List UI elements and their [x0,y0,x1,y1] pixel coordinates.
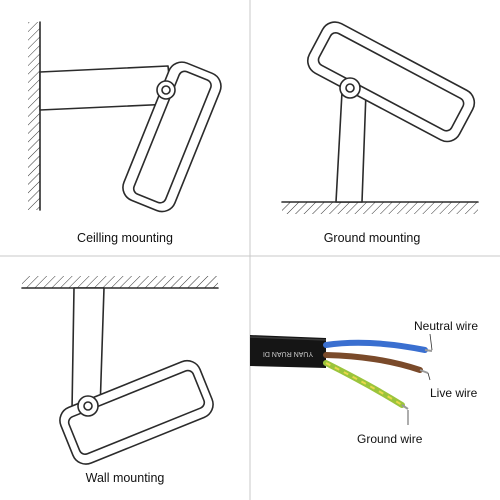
ground-mounting-illustration [281,21,479,214]
cable-jacket [250,335,326,368]
ceiling-mounting-illustration [28,21,222,213]
caption-ground-mounting: Ground mounting [324,231,421,245]
live-wire [323,352,423,373]
wall-mounting-illustration [21,276,219,465]
ground-hatching [282,202,478,214]
caption-ceiling-mounting: Ceilling mounting [77,231,173,245]
label-live-wire: Live wire [430,386,478,400]
neutral-wire [323,339,428,353]
cable-print: YUAN RUAN DI [263,350,313,357]
ceiling-hatching [22,276,218,288]
wall-hatching [28,22,40,210]
caption-wall-mounting: Wall mounting [86,471,165,485]
label-ground-wire: Ground wire [357,432,423,446]
cable-wiring-illustration: YUAN RUAN DI [249,333,433,425]
label-neutral-wire: Neutral wire [414,319,478,333]
